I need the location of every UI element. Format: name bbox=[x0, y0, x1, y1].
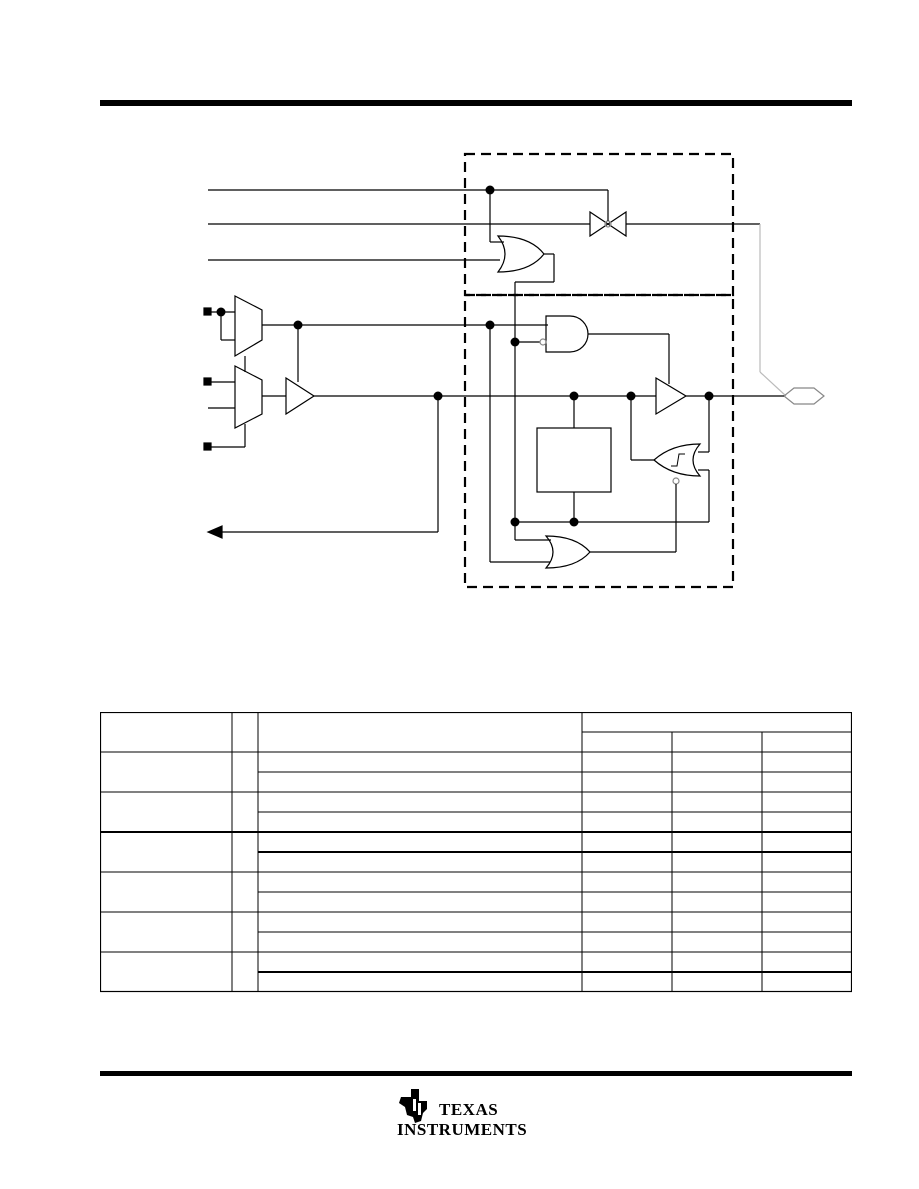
pin-square-3 bbox=[203, 442, 212, 451]
pin-square-2 bbox=[203, 377, 212, 386]
mux-upper bbox=[234, 295, 263, 358]
output-buffer bbox=[655, 376, 688, 416]
io-pad-icon bbox=[783, 387, 825, 405]
io-cell-schematic bbox=[203, 152, 825, 589]
bottom-dashed-block bbox=[463, 293, 735, 589]
schmitt-or-gate bbox=[653, 443, 702, 477]
data-table bbox=[100, 712, 852, 993]
or-gate-bottom bbox=[544, 535, 591, 569]
logo-line-1: TEXAS bbox=[439, 1100, 499, 1119]
header-rule bbox=[100, 100, 852, 106]
input-buffer bbox=[285, 376, 316, 416]
footer-rule bbox=[100, 1071, 852, 1076]
logo-line-2: INSTRUMENTS bbox=[397, 1120, 528, 1139]
arrow-left-icon bbox=[206, 525, 223, 539]
ti-logo-icon bbox=[399, 1089, 427, 1123]
logic-box bbox=[536, 427, 612, 493]
junction-dots bbox=[216, 185, 714, 527]
ti-logo: TEXAS INSTRUMENTS bbox=[397, 1083, 557, 1143]
or-gate-top bbox=[496, 235, 545, 273]
and-gate bbox=[545, 315, 589, 353]
pin-square-1 bbox=[203, 307, 212, 316]
mux-lower bbox=[234, 365, 263, 429]
